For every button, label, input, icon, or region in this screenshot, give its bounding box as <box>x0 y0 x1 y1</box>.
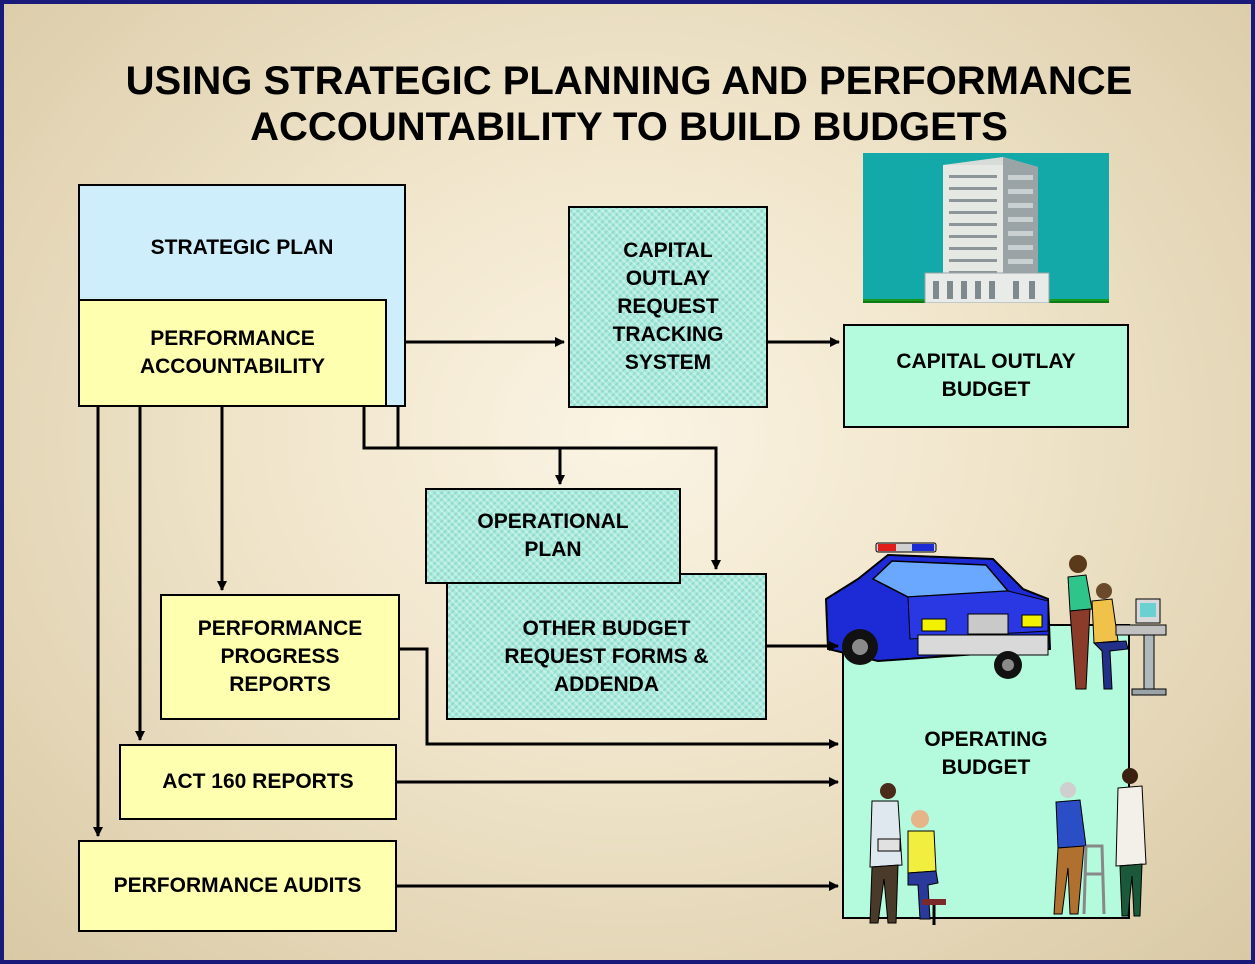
performance-audits-box: PERFORMANCE AUDITS <box>78 840 397 932</box>
capital-outlay-request-line-5: SYSTEM <box>624 351 712 374</box>
capital-outlay-request-line-2: OUTLAY <box>625 267 711 290</box>
operational-plan-box: OPERATIONAL PLAN <box>425 488 681 584</box>
nurse-walker-icon <box>1053 768 1147 917</box>
capital-outlay-request-line-1: CAPITAL <box>623 239 713 262</box>
arrow-to-other-budget <box>362 407 721 570</box>
police-car-icon <box>824 542 1052 679</box>
other-budget-request-line-1: OTHER BUDGET <box>522 616 691 640</box>
title-line-1: USING STRATEGIC PLANNING AND PERFORMANCE <box>125 59 1133 103</box>
doctor-patient-icon <box>869 783 946 925</box>
capital-outlay-budget-line-1: CAPITAL OUTLAY <box>896 350 1076 373</box>
connector-arrows <box>93 337 840 891</box>
people-computer-icon <box>1067 555 1167 696</box>
operational-plan-line-1: OPERATIONAL <box>477 510 629 533</box>
act160-reports-box: ACT 160 REPORTS <box>119 744 397 820</box>
performance-progress-reports-line-3: REPORTS <box>229 673 331 696</box>
other-budget-request-line-3: ADDENDA <box>554 672 659 696</box>
strategic-plan-label: STRATEGIC PLAN <box>150 236 334 259</box>
arrow-progress-to-operating <box>400 647 839 749</box>
other-budget-request-box: OTHER BUDGET REQUEST FORMS & ADDENDA <box>446 573 767 720</box>
performance-accountability-box: PERFORMANCE ACCOUNTABILITY <box>78 299 387 407</box>
performance-progress-reports-box: PERFORMANCE PROGRESS REPORTS <box>160 594 400 720</box>
operating-budget-line-1: OPERATING <box>924 728 1048 751</box>
capital-outlay-budget-line-2: BUDGET <box>941 378 1031 401</box>
office-building-icon <box>863 153 1109 303</box>
capital-outlay-request-box: CAPITAL OUTLAY REQUEST TRACKING SYSTEM <box>568 206 768 408</box>
performance-progress-reports-line-2: PROGRESS <box>220 645 340 668</box>
performance-accountability-line-2: ACCOUNTABILITY <box>139 355 326 378</box>
operating-budget-line-2: BUDGET <box>941 756 1031 779</box>
operational-plan-line-2: PLAN <box>524 538 582 561</box>
capital-outlay-request-line-3: REQUEST <box>617 295 719 318</box>
performance-accountability-line-1: PERFORMANCE <box>150 327 315 350</box>
act160-reports-label: ACT 160 REPORTS <box>162 770 354 793</box>
other-budget-request-line-2: REQUEST FORMS & <box>504 644 709 668</box>
capital-outlay-budget-box: CAPITAL OUTLAY BUDGET <box>843 324 1129 428</box>
performance-progress-reports-line-1: PERFORMANCE <box>197 617 363 640</box>
performance-audits-label: PERFORMANCE AUDITS <box>113 874 362 897</box>
capital-outlay-request-line-4: TRACKING <box>612 323 724 346</box>
title-line-2: ACCOUNTABILITY TO BUILD BUDGETS <box>250 105 1008 149</box>
